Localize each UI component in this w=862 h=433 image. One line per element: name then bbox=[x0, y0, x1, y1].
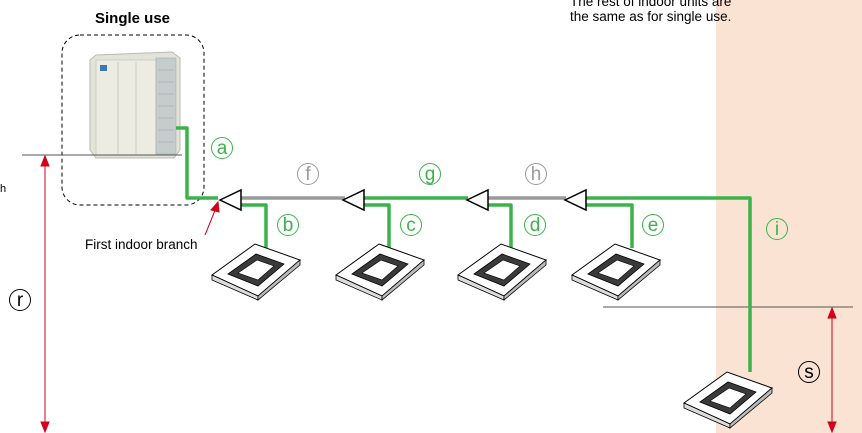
pipe-b bbox=[238, 203, 268, 248]
branch-joint-3 bbox=[465, 188, 489, 212]
first-indoor-branch-label: First indoor branch bbox=[85, 237, 198, 252]
pipe-c bbox=[361, 203, 391, 248]
label-e: e bbox=[642, 214, 664, 236]
height-arrow-s bbox=[827, 306, 837, 433]
label-a: a bbox=[211, 137, 233, 159]
label-h: h bbox=[525, 163, 547, 185]
indoor-unit-3-icon bbox=[457, 243, 547, 301]
branch-joint-2 bbox=[341, 188, 365, 212]
note-text: The rest of indoor units are the same as… bbox=[570, 0, 731, 24]
height-arrow-r bbox=[40, 154, 50, 433]
pipe-i bbox=[584, 196, 752, 372]
highlight-region bbox=[716, 0, 862, 433]
branch-joint-1 bbox=[218, 188, 242, 212]
indoor-unit-2-icon bbox=[335, 243, 425, 301]
indoor-unit-1-icon bbox=[211, 243, 301, 301]
label-f: f bbox=[297, 163, 319, 185]
branch-joint-4 bbox=[563, 188, 587, 212]
pipe-d bbox=[485, 203, 513, 248]
label-r: r bbox=[9, 289, 31, 311]
label-c: c bbox=[400, 214, 422, 236]
note-line-2: the same as for single use. bbox=[570, 9, 732, 24]
outdoor-unit-dashed-frame bbox=[61, 34, 205, 206]
label-i: i bbox=[766, 218, 788, 240]
first-branch-pointer-arrow bbox=[204, 200, 220, 236]
pipe-a bbox=[176, 126, 218, 200]
label-d: d bbox=[524, 214, 546, 236]
outdoor-unit-icon bbox=[89, 51, 181, 159]
pipe-e bbox=[583, 203, 634, 248]
note-line-1: The rest of indoor units are bbox=[570, 0, 732, 9]
indoor-unit-4-icon bbox=[571, 243, 661, 301]
indoor-unit-5-icon bbox=[683, 371, 773, 429]
label-g: g bbox=[419, 163, 441, 185]
label-b: b bbox=[277, 214, 299, 236]
label-s: s bbox=[798, 361, 820, 383]
single-use-title: Single use bbox=[95, 10, 171, 27]
left-fragment-text: h bbox=[0, 183, 7, 195]
